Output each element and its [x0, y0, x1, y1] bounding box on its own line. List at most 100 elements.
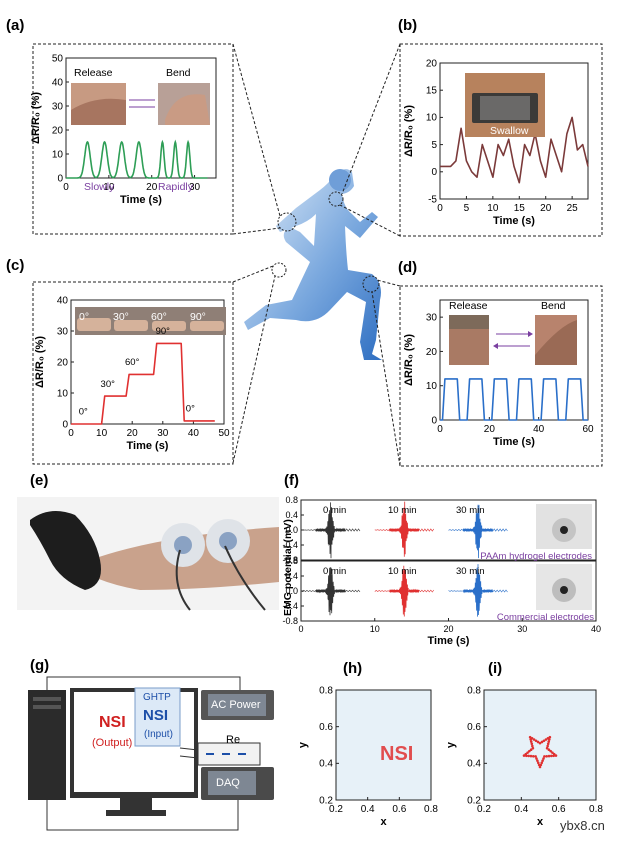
x-tick-label: 30 — [189, 182, 201, 193]
y-tick-label: 0.8 — [285, 556, 298, 566]
star-point — [536, 759, 539, 762]
y-tick-label: 20 — [426, 58, 438, 69]
star-point — [535, 757, 538, 760]
y-axis-label: ΔR/R₀ (%) — [403, 334, 415, 386]
star-point — [529, 738, 532, 741]
series-line-d — [440, 378, 588, 421]
y-axis-label: y — [445, 741, 457, 748]
plot-frame — [439, 62, 589, 200]
step-label: 60° — [125, 357, 140, 368]
star-point — [525, 754, 528, 758]
y-tick-label: 0.8 — [285, 495, 298, 505]
y-tick-label: 10 — [52, 149, 64, 160]
y-tick-label: 20 — [57, 357, 69, 368]
time-label-30: 30 min — [456, 505, 485, 516]
step-labels: 0°30°60°90°0° — [79, 326, 195, 418]
emg-burst — [463, 564, 494, 617]
emg-baseline — [300, 589, 361, 593]
y-tick-label: 20 — [426, 347, 438, 358]
x-tick-label: 0 — [298, 624, 303, 634]
x-tick-label: 0.6 — [392, 804, 406, 815]
re-label: Re — [226, 734, 240, 746]
panel-f-label: (f) — [284, 472, 299, 489]
release-label: Release — [74, 67, 113, 79]
y-tick-label: 40 — [57, 295, 69, 306]
step-label: 30° — [101, 379, 116, 390]
x-tick-label: 0.2 — [329, 804, 343, 815]
star-point — [536, 740, 540, 744]
x-tick-label: 20 — [484, 424, 496, 435]
y-tick-label: -0.4 — [282, 601, 298, 611]
panel-c-frame — [32, 281, 234, 465]
knee-circle — [362, 275, 380, 293]
time-label-10b: 10 min — [388, 566, 417, 577]
plot-bg — [484, 690, 596, 800]
panel-d-frame — [399, 285, 603, 467]
output-label: (Output) — [92, 737, 132, 749]
star-point — [549, 749, 552, 753]
star-point — [531, 746, 535, 750]
runner-figure — [244, 169, 382, 360]
panel-a-label: (a) — [6, 17, 24, 34]
emg-burst — [315, 502, 346, 559]
knee-bend-label: Bend — [541, 300, 566, 312]
emg-baseline — [448, 589, 508, 593]
watermark: ybx8.cn — [560, 818, 605, 833]
x-axis-label: Time (s) — [120, 194, 162, 206]
y-tick-label: 0.8 — [319, 685, 333, 696]
emg-burst — [389, 501, 420, 557]
x-tick-label: 0 — [437, 203, 443, 214]
time-label-0: 0 min — [323, 505, 346, 516]
star-point — [529, 740, 533, 743]
x-tick-label: 10 — [103, 182, 115, 193]
x-tick-label: 60 — [582, 424, 594, 435]
y-tick-label: 0.8 — [467, 685, 481, 696]
x-tick-label: 0 — [437, 424, 443, 435]
star-point — [540, 761, 544, 765]
star-point — [529, 754, 533, 758]
y-axis-label: ΔR/R₀ (%) — [34, 336, 46, 388]
daq-label: DAQ — [216, 777, 240, 789]
star-point — [551, 751, 554, 754]
x-tick-label: 20 — [146, 182, 158, 193]
x-tick-label: 10 — [487, 203, 499, 214]
y-tick-label: 0.4 — [285, 510, 298, 520]
y-tick-label: 0.0 — [285, 525, 298, 535]
time-label-30b: 30 min — [456, 566, 485, 577]
star-point — [546, 742, 550, 746]
panel-i-label: (i) — [488, 660, 502, 677]
y-tick-label: 40 — [52, 77, 64, 88]
angle-photo-90: 90° — [190, 311, 206, 323]
x-tick-label: 25 — [567, 203, 579, 214]
star-point — [527, 754, 530, 758]
hydrogel-caption: PAAm hydrogel electrodes — [480, 551, 592, 562]
y-tick-label: 0.4 — [467, 759, 481, 770]
star-point — [531, 744, 534, 748]
emg-baseline — [374, 589, 435, 593]
star-point — [528, 735, 532, 739]
pointer-lines — [232, 43, 401, 467]
star-point — [546, 737, 550, 740]
commercial-caption: Commercial electrodes — [497, 612, 594, 623]
y-tick-label: 0.4 — [285, 571, 298, 581]
x-tick-label: 30 — [157, 428, 169, 439]
y-tick-label: -0.8 — [282, 616, 298, 626]
y-tick-label: 30 — [52, 101, 64, 112]
panel-e-label: (e) — [30, 472, 48, 489]
arm-photo — [17, 497, 279, 611]
emg-baseline — [374, 528, 435, 532]
angle-photo-0: 0° — [79, 311, 89, 323]
star-point — [532, 738, 536, 741]
star-point — [545, 746, 549, 750]
star-point — [522, 754, 526, 757]
input-label: (Input) — [144, 729, 173, 740]
star-point — [528, 749, 531, 753]
finger-circle — [271, 262, 287, 278]
emg-burst — [389, 565, 420, 617]
